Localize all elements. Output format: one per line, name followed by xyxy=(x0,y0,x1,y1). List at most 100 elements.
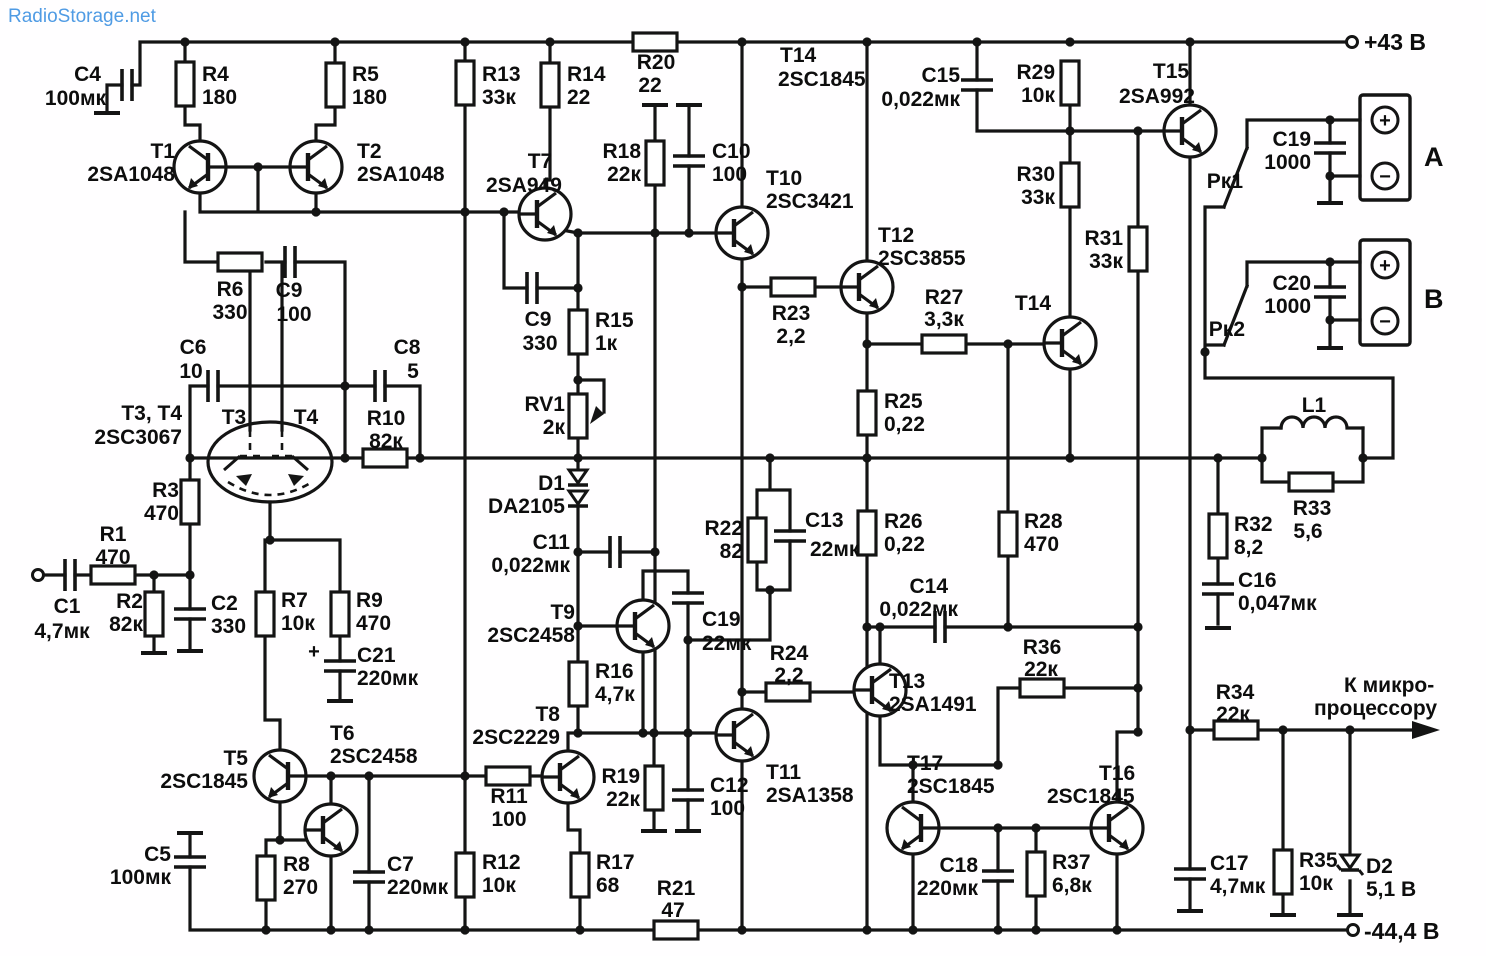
value-C12: 100 xyxy=(710,797,745,820)
ref-T2: T2 xyxy=(357,140,382,163)
value-T16: 2SC1845 xyxy=(1047,785,1135,808)
annotation: 2SC1845 xyxy=(778,68,866,91)
junction-dot xyxy=(638,728,648,738)
junction-dot xyxy=(573,453,583,463)
junction-dot xyxy=(737,687,747,697)
junction-dot xyxy=(1185,37,1195,47)
ref-C8: C8 xyxy=(394,336,421,359)
value-R1: 470 xyxy=(95,546,130,569)
junction-dot xyxy=(1325,257,1335,267)
value-R29: 10к xyxy=(1021,84,1055,107)
annotation: -44,4 В xyxy=(1364,918,1439,944)
relay-contact-pk1 xyxy=(1221,145,1250,210)
junction-dot xyxy=(265,535,275,545)
junction-dot xyxy=(340,453,350,463)
value-C5: 100мк xyxy=(110,866,172,889)
terminal-minus-sign: − xyxy=(1379,311,1391,333)
ref-R26: R26 xyxy=(884,510,923,533)
ref-C1: C1 xyxy=(54,595,81,618)
ref-C19: C19 xyxy=(1272,128,1311,151)
junction-dot xyxy=(575,925,585,935)
junction-dot xyxy=(185,453,195,463)
value-R25: 0,22 xyxy=(884,413,925,436)
value-C11: 0,022мк xyxy=(491,554,570,577)
ref-T1: T1 xyxy=(150,140,175,163)
junction-dot xyxy=(650,547,660,557)
ref-R30: R30 xyxy=(1016,163,1055,186)
component-D2: D25,1 В xyxy=(1335,853,1416,901)
ref-R9: R9 xyxy=(356,589,383,612)
junction-dot xyxy=(1112,925,1122,935)
value-R5: 180 xyxy=(352,86,387,109)
ref-C16: C16 xyxy=(1238,569,1277,592)
junction-dot xyxy=(1133,683,1143,693)
junction-dot xyxy=(573,228,583,238)
junction-dot xyxy=(364,771,374,781)
ref-C19: C19 xyxy=(702,608,741,631)
ref-T17: T17 xyxy=(907,752,943,775)
value-R34: 22к xyxy=(1216,703,1250,726)
junction-dot xyxy=(650,228,660,238)
junction-dot xyxy=(330,37,340,47)
junction-dot xyxy=(1278,725,1288,735)
junction-dot xyxy=(573,728,583,738)
junction-dot xyxy=(185,570,195,580)
ref-R33: R33 xyxy=(1293,497,1332,520)
value-C9: 330 xyxy=(522,332,557,355)
value-R27: 3,3к xyxy=(924,308,964,331)
junction-dot xyxy=(261,925,271,935)
ref-R6: R6 xyxy=(217,278,244,301)
annotation: L1 xyxy=(1302,394,1327,417)
junction-dot xyxy=(326,925,336,935)
ref-C14: C14 xyxy=(909,575,948,598)
value-RV1: 2к xyxy=(543,416,566,439)
junction-dot xyxy=(1325,115,1335,125)
junction-dot xyxy=(737,37,747,47)
value-R24: 2,2 xyxy=(774,664,803,687)
value-C21: 220мк xyxy=(357,667,419,690)
value-R23: 2,2 xyxy=(776,325,805,348)
ref-C7: C7 xyxy=(387,853,414,876)
value-R7: 10к xyxy=(281,612,315,635)
ref-T7: T7 xyxy=(528,150,553,173)
junction-dot xyxy=(545,37,555,47)
value-R31: 33к xyxy=(1089,250,1123,273)
inductor-L1-coil xyxy=(1279,415,1365,430)
ref-R36: R36 xyxy=(1023,636,1062,659)
junction-dot xyxy=(573,547,583,557)
capacitor-C8: C85 xyxy=(373,336,421,402)
terminal-A: +− xyxy=(1358,93,1412,202)
junction-dot xyxy=(683,635,693,645)
dual-transistor-T3-T4 xyxy=(206,420,334,504)
ref-C13: C13 xyxy=(805,509,844,532)
junction-dot xyxy=(1213,453,1223,463)
ref-R24: R24 xyxy=(770,642,809,665)
junction-dot xyxy=(1345,725,1355,735)
junction-dot xyxy=(460,207,470,217)
ref-R16: R16 xyxy=(595,660,634,683)
value-R8: 270 xyxy=(283,876,318,899)
junction-dot xyxy=(684,228,694,238)
ref-C4: C4 xyxy=(74,63,101,86)
junction-dot xyxy=(1031,925,1041,935)
junction-dot xyxy=(862,453,872,463)
